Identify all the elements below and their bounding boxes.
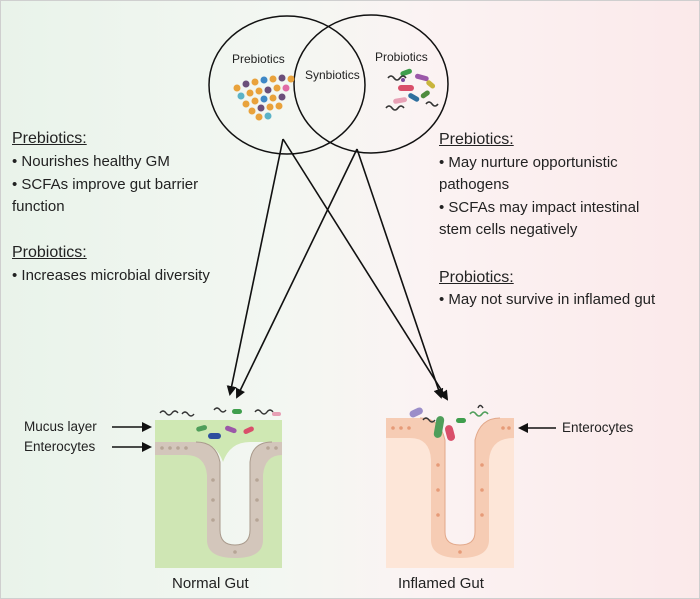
normal-gut-illustration — [112, 407, 282, 568]
inflamed-cell-nuclei — [391, 426, 511, 554]
arrow-prebiotics-to-inflamed — [282, 138, 449, 401]
normal-enterocytes-label: Enterocytes — [24, 439, 96, 454]
normal-lumen — [195, 441, 273, 546]
prebiotics-circle — [208, 15, 366, 155]
left-prebiotics-point-2-cont: function — [12, 198, 65, 215]
venn-probiotics-label: Probiotics — [375, 50, 428, 64]
arrow-prebiotics-to-normal — [226, 138, 284, 396]
inflamed-gut-illustration — [386, 404, 556, 568]
probiotics-circle — [293, 14, 449, 154]
left-probiotics-point-1: • Increases microbial diversity — [12, 267, 210, 284]
inflamed-lamina — [386, 438, 514, 568]
normal-cell-nuclei — [160, 446, 278, 554]
left-prebiotics-point-2: • SCFAs improve gut barrier — [12, 176, 199, 193]
normal-gut-microbes — [159, 407, 281, 439]
normal-lamina — [155, 455, 282, 568]
right-prebiotics-heading: Prebiotics: — [439, 131, 514, 148]
inflamed-gut-caption: Inflamed Gut — [398, 575, 484, 592]
left-probiotics-heading: Probiotics: — [12, 244, 87, 261]
venn-synbiotics-label: Synbiotics — [305, 68, 360, 82]
mucus-layer-label: Mucus layer — [24, 419, 97, 434]
right-prebiotics-point-1-cont: pathogens — [439, 176, 510, 193]
inflamed-enterocytes-label: Enterocytes — [562, 420, 634, 435]
right-probiotics-point-1: • May not survive in inflamed gut — [439, 291, 656, 308]
arrow-probiotics-to-normal — [235, 148, 358, 399]
right-probiotics-heading: Probiotics: — [439, 269, 514, 286]
left-prebiotics-point-1: • Nourishes healthy GM — [12, 153, 170, 170]
inflamed-gut-microbes — [409, 404, 489, 441]
arrow-probiotics-to-inflamed — [356, 148, 444, 399]
left-prebiotics-heading: Prebiotics: — [12, 130, 87, 147]
venn-prebiotics-label: Prebiotics — [232, 52, 285, 66]
right-prebiotics-point-2-cont: stem cells negatively — [439, 221, 578, 238]
venn-diagram — [208, 14, 449, 155]
right-prebiotics-point-2: • SCFAs may impact intestinal — [439, 199, 640, 216]
probiotic-bacteria — [385, 68, 439, 111]
prebiotic-particles — [233, 74, 295, 121]
normal-gut-caption: Normal Gut — [172, 575, 249, 592]
right-prebiotics-point-1: • May nurture opportunistic — [439, 154, 618, 171]
arrows — [226, 138, 449, 401]
